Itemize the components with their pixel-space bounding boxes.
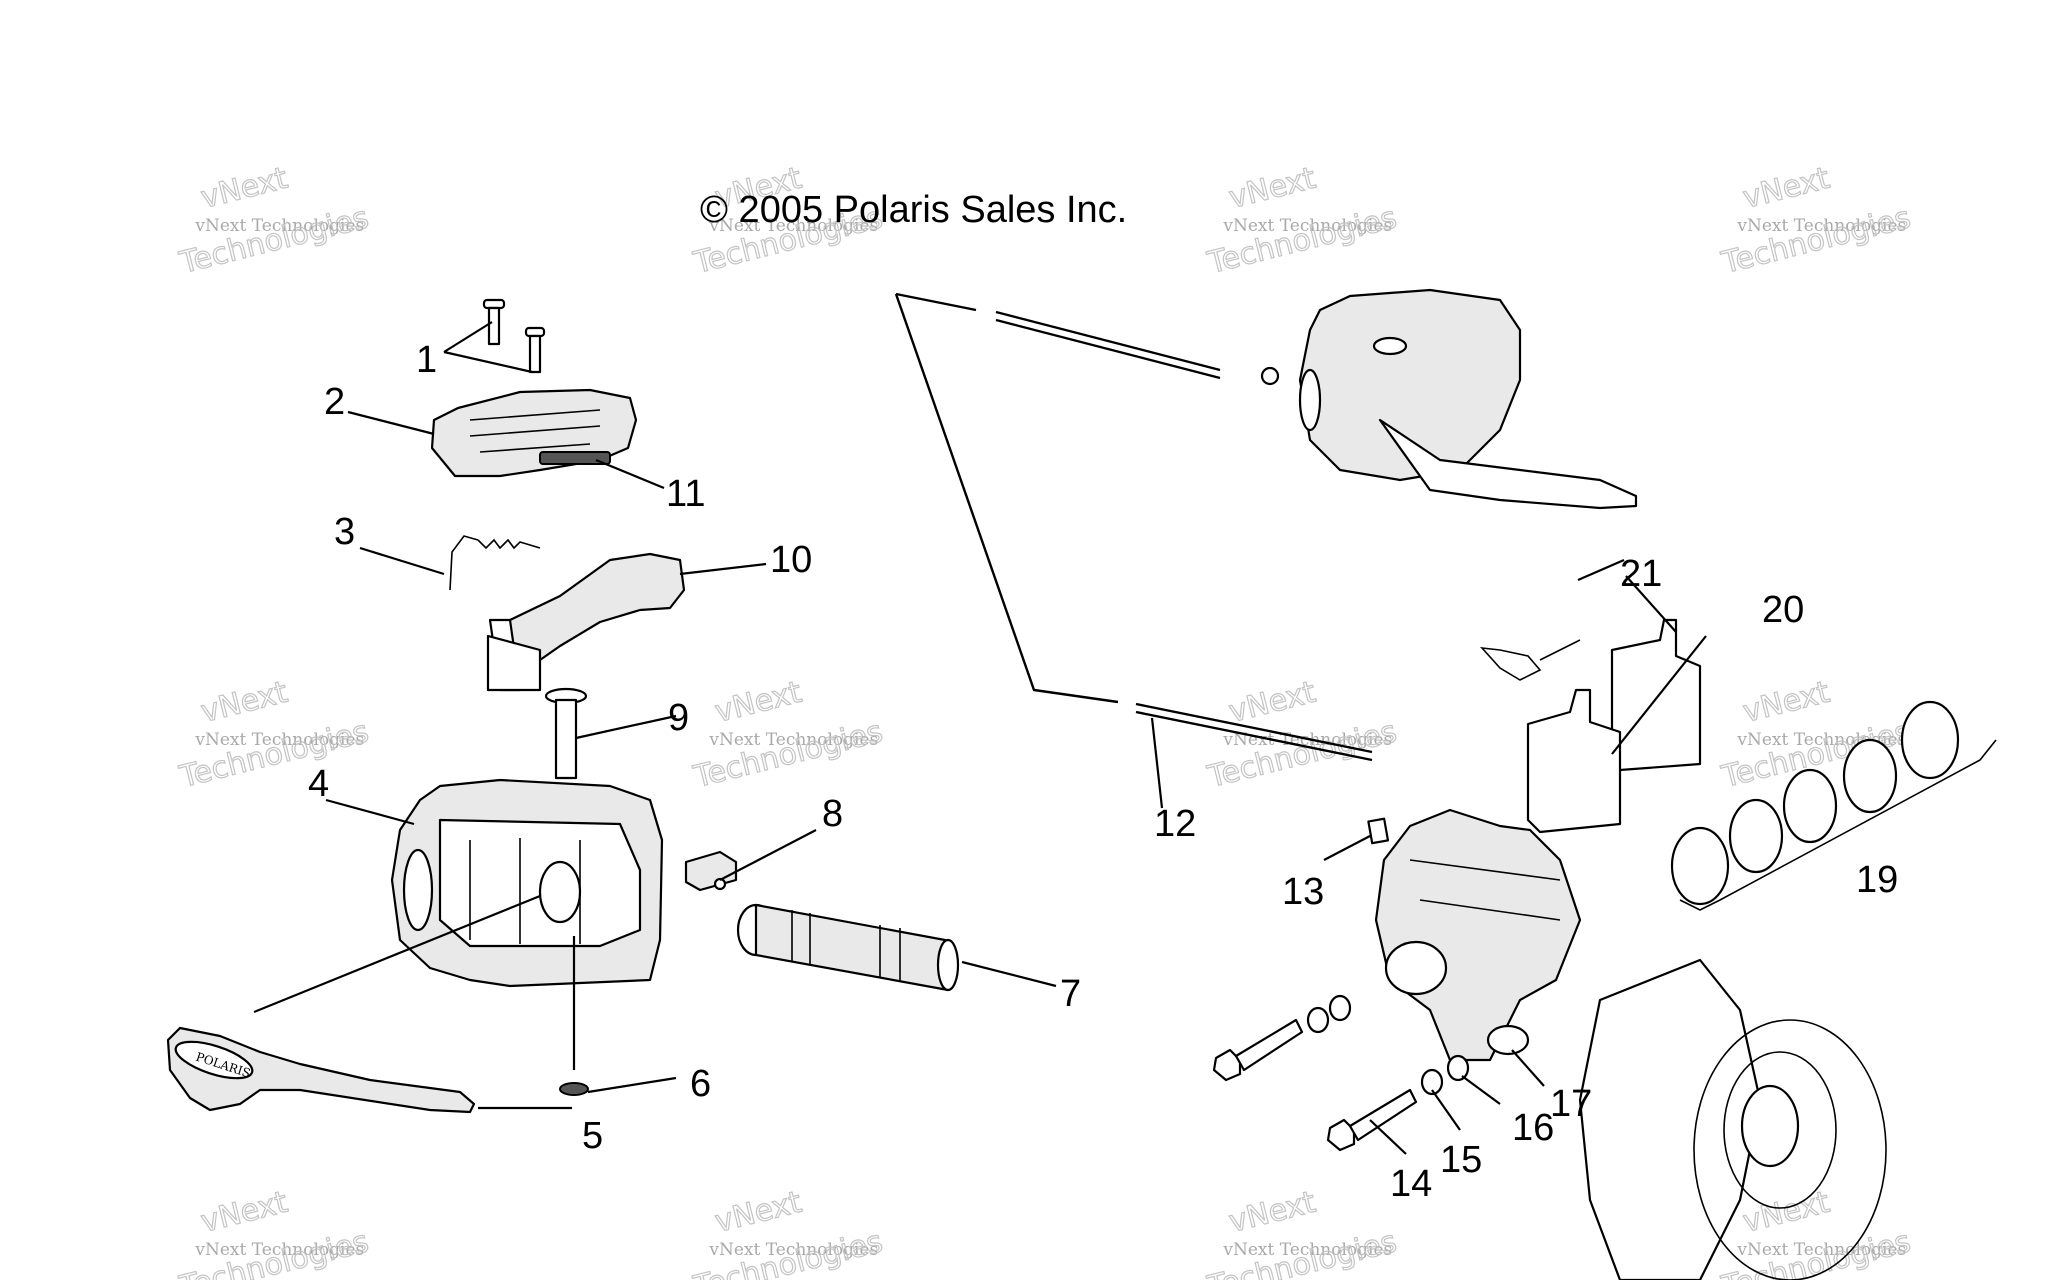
part-1-screws — [482, 298, 546, 374]
part-4-master-cylinder-body — [390, 778, 664, 988]
watermark-line1: vNext — [712, 675, 806, 730]
part-21-pin — [1479, 639, 1581, 681]
part-5-hand-lever: POLARIS — [166, 1026, 476, 1114]
leader-lines — [253, 321, 1707, 1155]
callout-17: 17 — [1550, 1083, 1592, 1125]
watermark-line1: vNext — [1740, 161, 1834, 216]
callout-15: 15 — [1440, 1139, 1482, 1181]
watermark-line2: vNext Technologies — [708, 1240, 878, 1260]
brake-disc — [1578, 958, 1887, 1280]
watermark-line2: vNext Technologies — [194, 730, 364, 750]
watermark-line1: vNext — [1226, 675, 1320, 730]
part-3-spring — [449, 535, 541, 591]
callout-6: 6 — [690, 1063, 711, 1105]
callout-8: 8 — [822, 793, 843, 835]
upper-bolt-washers — [1212, 994, 1352, 1082]
part-8-switch — [684, 850, 738, 892]
callout-5: 5 — [582, 1115, 603, 1157]
master-cylinder-assembly — [1260, 288, 1638, 510]
part-17-caliper — [1374, 808, 1582, 1062]
watermark-line2: vNext Technologies — [708, 216, 878, 236]
watermark-line2: vNext Technologies — [1736, 216, 1906, 236]
watermark-line2: vNext Technologies — [194, 216, 364, 236]
copyright-text: © 2005 Polaris Sales Inc. — [700, 189, 1127, 231]
watermark-line1: vNext — [198, 161, 292, 216]
watermark-line1: vNext — [1740, 1185, 1834, 1240]
callout-7: 7 — [1060, 973, 1081, 1015]
part-16-washer — [1446, 1054, 1470, 1082]
watermark-line2: vNext Technologies — [194, 1240, 364, 1260]
callout-4: 4 — [308, 763, 329, 805]
part-13-bleeder — [1367, 817, 1390, 845]
part-15-washer — [1420, 1068, 1444, 1096]
watermark-line1: vNext — [198, 1185, 292, 1240]
callout-20: 20 — [1762, 589, 1804, 631]
part-19-pistons-seals — [1670, 700, 1997, 911]
callout-16: 16 — [1512, 1107, 1554, 1149]
callout-10: 10 — [770, 539, 812, 581]
watermark-line1: vNext — [198, 675, 292, 730]
callout-21: 21 — [1620, 553, 1662, 595]
callout-1: 1 — [416, 339, 437, 381]
watermark-line1: vNext — [1226, 161, 1320, 216]
callouts: 1 2 3 4 5 6 7 8 9 10 11 12 13 14 15 16 1… — [308, 339, 1898, 1205]
watermark-line1: vNext — [712, 1185, 806, 1240]
callout-3: 3 — [334, 511, 355, 553]
callout-2: 2 — [324, 381, 345, 423]
watermark-line2: vNext Technologies — [708, 730, 878, 750]
part-14-lower-bolt — [1326, 1088, 1418, 1152]
callout-19: 19 — [1856, 859, 1898, 901]
watermark-line2: vNext Technologies — [1222, 1240, 1392, 1260]
part-12-brake-line — [894, 292, 1373, 762]
watermark-line1: vNext — [1226, 1185, 1320, 1240]
part-2-reservoir-cover — [430, 388, 638, 478]
callout-9: 9 — [668, 697, 689, 739]
part-9-pin — [544, 687, 588, 780]
callout-13: 13 — [1282, 871, 1324, 913]
part-10-lever-upper — [486, 552, 686, 692]
part-20-brake-pads — [1526, 618, 1702, 834]
part-7-piston — [736, 903, 960, 992]
part-6-clip — [559, 1082, 589, 1096]
watermark-line1: vNext — [1740, 675, 1834, 730]
watermark-line2: vNext Technologies — [1222, 216, 1392, 236]
watermark-line2: vNext Technologies — [1736, 1240, 1906, 1260]
callout-14: 14 — [1390, 1163, 1432, 1205]
callout-11: 11 — [666, 473, 705, 515]
callout-12: 12 — [1154, 803, 1196, 845]
